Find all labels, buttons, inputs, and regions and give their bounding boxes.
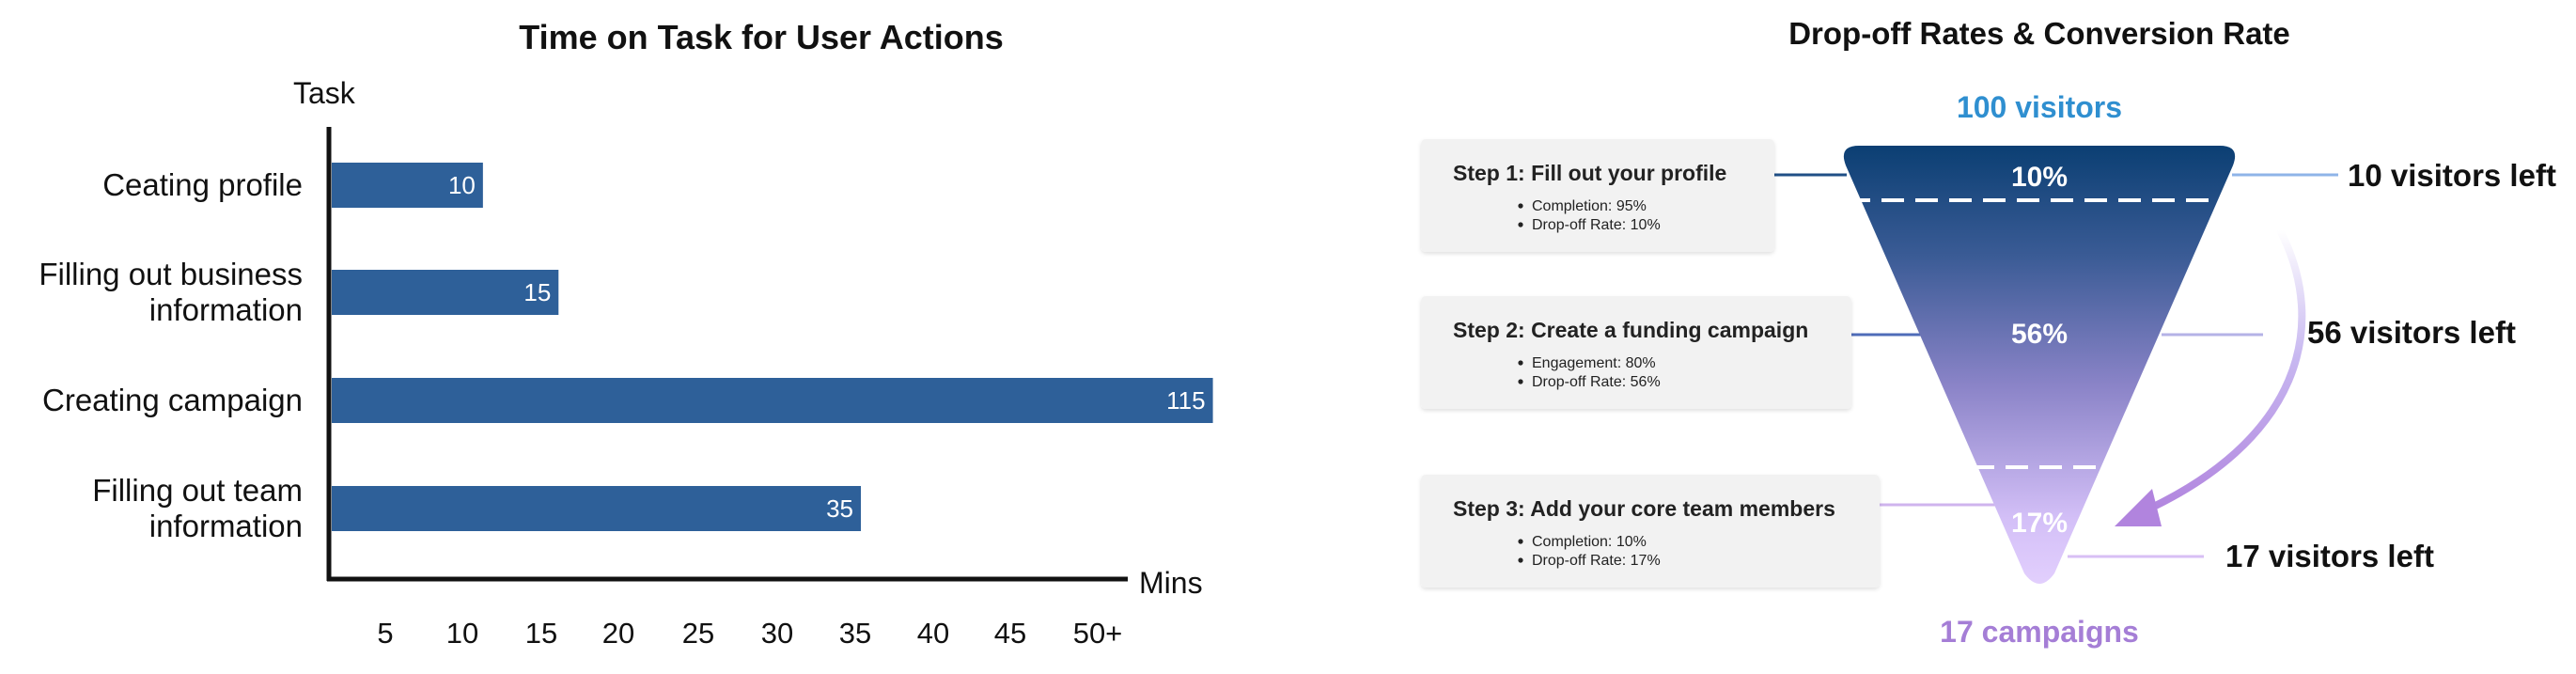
step-card bbox=[1421, 475, 1880, 588]
bullet-dot bbox=[1518, 360, 1523, 366]
category-label: Ceating profile bbox=[102, 167, 303, 202]
x-axis-label: Mins bbox=[1139, 566, 1203, 600]
step-card-bullet: Completion: 95% bbox=[1532, 198, 1647, 214]
category-label: Filling out business bbox=[39, 257, 303, 291]
y-axis-label: Task bbox=[293, 76, 356, 110]
bar bbox=[332, 163, 483, 208]
step-card-bullet: Drop-off Rate: 56% bbox=[1532, 374, 1661, 390]
x-tick-label: 15 bbox=[525, 617, 557, 650]
step-card-bullet: Drop-off Rate: 17% bbox=[1532, 553, 1661, 569]
x-tick-label: 35 bbox=[839, 617, 871, 650]
step-card-bullet: Completion: 10% bbox=[1532, 534, 1647, 550]
x-tick-label: 5 bbox=[377, 617, 393, 650]
stage-percent: 56% bbox=[2011, 319, 2068, 350]
bar bbox=[332, 378, 1213, 423]
bar-value-label: 10 bbox=[448, 171, 476, 199]
category-label: information bbox=[149, 509, 303, 543]
visitors-left-label: 10 visitors left bbox=[2348, 158, 2556, 193]
bar-value-label: 115 bbox=[1166, 386, 1205, 415]
step-card bbox=[1421, 139, 1774, 252]
bullet-dot bbox=[1518, 379, 1523, 384]
bullet-dot bbox=[1518, 539, 1523, 544]
step-card-bullet: Engagement: 80% bbox=[1532, 355, 1656, 371]
funnel-shape bbox=[1843, 146, 2236, 584]
bar bbox=[332, 270, 559, 315]
step-card-title: Step 1: Fill out your profile bbox=[1453, 161, 1726, 185]
x-tick-label: 45 bbox=[994, 617, 1026, 650]
step-card-bullet: Drop-off Rate: 10% bbox=[1532, 217, 1661, 233]
category-label: Filling out team bbox=[92, 473, 303, 508]
x-tick-label: 40 bbox=[917, 617, 949, 650]
funnel-title: Drop-off Rates & Conversion Rate bbox=[1788, 16, 2290, 51]
funnel-top-label: 100 visitors bbox=[1957, 90, 2122, 124]
chart-title: Time on Task for User Actions bbox=[519, 18, 1003, 56]
bars-group: 10 15 115 35 bbox=[332, 163, 1213, 531]
x-tick-labels: 5 10 15 20 25 30 35 40 45 50+ bbox=[377, 617, 1122, 650]
stage-percent: 17% bbox=[2011, 508, 2068, 539]
step-card bbox=[1421, 296, 1851, 409]
bullet-dot bbox=[1518, 203, 1523, 209]
step-card-title: Step 2: Create a funding campaign bbox=[1453, 318, 1808, 342]
bullet-dot bbox=[1518, 557, 1523, 563]
funnel-chart: Drop-off Rates & Conversion Rate 100 vis… bbox=[1421, 16, 2556, 649]
bar-value-label: 35 bbox=[826, 494, 853, 523]
visitors-left-label: 56 visitors left bbox=[2307, 315, 2516, 350]
dropoff-arrow bbox=[2131, 227, 2306, 519]
category-label: Creating campaign bbox=[42, 383, 303, 417]
x-tick-label: 30 bbox=[761, 617, 793, 650]
bullet-dot bbox=[1518, 222, 1523, 227]
x-tick-label: 25 bbox=[682, 617, 714, 650]
visitors-left-label: 17 visitors left bbox=[2225, 539, 2434, 573]
x-tick-label: 50+ bbox=[1073, 617, 1123, 650]
step-card-title: Step 3: Add your core team members bbox=[1453, 496, 1835, 521]
stage-percent: 10% bbox=[2011, 162, 2068, 193]
dropoff-arrowhead bbox=[2115, 489, 2162, 526]
x-tick-label: 10 bbox=[446, 617, 478, 650]
bar bbox=[332, 486, 862, 531]
category-label: information bbox=[149, 292, 303, 327]
bar-value-label: 15 bbox=[523, 278, 551, 306]
funnel-bottom-label: 17 campaigns bbox=[1940, 615, 2139, 649]
funnel-stages: Step 1: Fill out your profileCompletion:… bbox=[1421, 139, 2556, 588]
time-on-task-chart: Time on Task for User Actions Task Mins … bbox=[39, 18, 1213, 650]
x-tick-label: 20 bbox=[602, 617, 634, 650]
